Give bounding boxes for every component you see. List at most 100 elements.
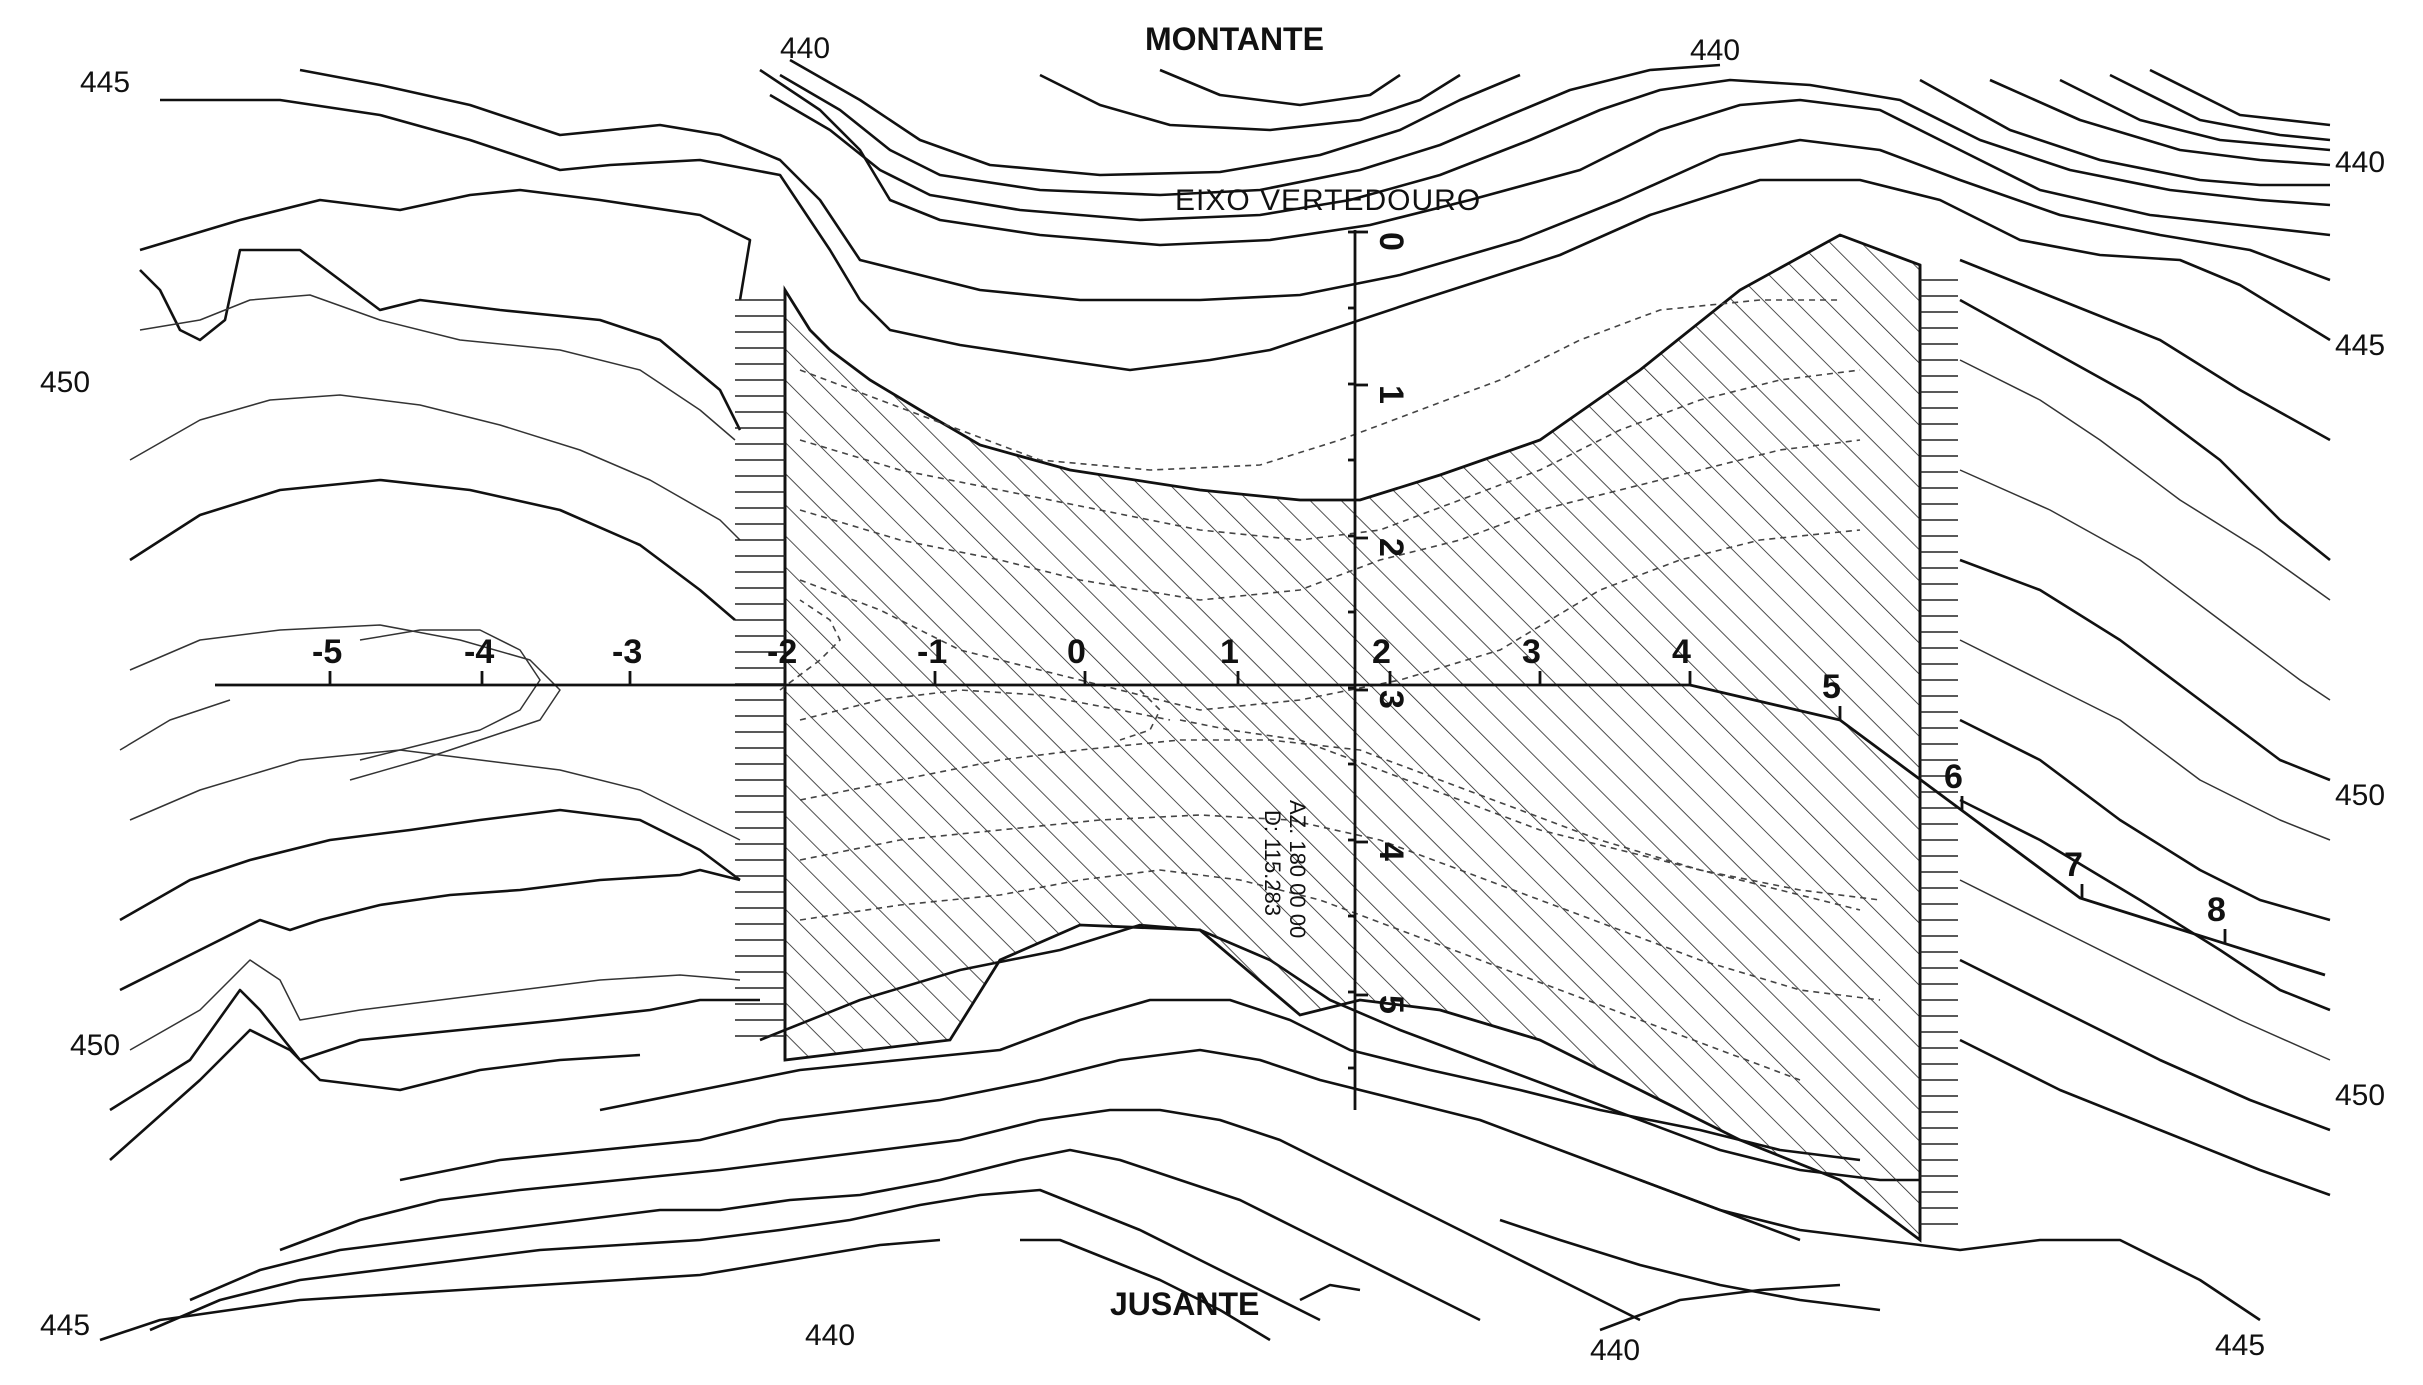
contour-label: 450 — [40, 366, 90, 399]
dashed-contour — [799, 299, 1840, 471]
contour-label: 450 — [2335, 1079, 2385, 1112]
contour-label: 445 — [80, 66, 130, 99]
contour-label: 440 — [2335, 146, 2385, 179]
contour-line — [1959, 298, 2331, 562]
contour-label: 440 — [1690, 34, 1740, 67]
contour-line — [109, 988, 760, 1112]
contour-line — [139, 294, 736, 441]
dashed-contour — [799, 529, 1861, 711]
contour-line — [129, 394, 741, 541]
contour-label: 440 — [805, 1319, 855, 1352]
vertical-ticks — [1348, 230, 1368, 1070]
contour-label: 445 — [2215, 1329, 2265, 1362]
station-label: 7 — [2064, 846, 2083, 884]
contour-line — [279, 1108, 1641, 1322]
dashed-contour — [799, 869, 1801, 1081]
station-label: -3 — [612, 633, 642, 671]
dashed-contour — [1179, 719, 1861, 911]
contour-line — [99, 1238, 941, 1342]
contour-line — [189, 1148, 1481, 1322]
dashed-contour — [1119, 689, 1161, 741]
station-label: -2 — [767, 633, 797, 671]
contour-line — [1499, 1218, 1881, 1312]
axis-title: EIXO VERTEDOURO — [1175, 184, 1481, 217]
station-label: 3 — [1522, 633, 1541, 671]
dashed-contour — [799, 369, 1861, 541]
dashed-contour — [799, 439, 1861, 601]
contour-line — [1159, 68, 1401, 107]
dashed-contour — [799, 814, 1881, 1001]
horizontal-ticks — [328, 671, 2227, 943]
right-contours — [1959, 258, 2331, 1197]
contour-line — [2109, 73, 2331, 142]
station-label: -1 — [917, 633, 947, 671]
contour-line — [1639, 1178, 2261, 1322]
station-label: 0 — [1372, 232, 1410, 251]
left-contours — [109, 188, 760, 1161]
contour-line — [789, 58, 1521, 177]
contour-line — [119, 808, 741, 922]
contour-line — [759, 923, 1920, 1182]
contour-line — [129, 749, 741, 841]
contour-line — [2149, 68, 2331, 127]
station-label: 5 — [1822, 668, 1841, 706]
contour-label: 450 — [70, 1029, 120, 1062]
contour-line — [2059, 78, 2331, 152]
original-ground-contours — [779, 299, 1881, 1081]
contour-line — [299, 68, 2331, 302]
contour-line — [1959, 639, 2331, 841]
contour-line — [119, 868, 741, 992]
contour-line — [119, 699, 231, 751]
contour-line — [1959, 718, 2331, 922]
station-label: 2 — [1372, 633, 1391, 671]
station-label: 6 — [1944, 758, 1963, 796]
contour-label: 440 — [780, 32, 830, 65]
contour-line — [139, 248, 742, 431]
station-label: 2 — [1372, 538, 1410, 557]
contour-line — [759, 68, 2331, 247]
downstream-contours — [99, 923, 2261, 1342]
contour-line — [1959, 958, 2331, 1132]
station-label: -5 — [312, 633, 342, 671]
contour-line — [1299, 1283, 1361, 1302]
dashed-contour — [799, 689, 1171, 721]
station-label: 0 — [1067, 633, 1086, 671]
contour-line — [399, 1048, 1801, 1242]
station-label: 1 — [1372, 385, 1410, 404]
upstream-contours — [160, 58, 2331, 372]
station-label: 8 — [2207, 891, 2226, 929]
contour-line — [160, 98, 2331, 372]
contour-line — [129, 624, 561, 781]
contour-line — [779, 63, 1721, 197]
station-label: 4 — [1372, 842, 1410, 861]
distance-label: D: 115.283 — [1260, 810, 1285, 916]
contour-line — [1919, 78, 2330, 187]
contour-line — [1959, 359, 2331, 601]
azimuth-label: AZ. 180 00 00 — [1285, 800, 1310, 938]
contour-line — [1959, 469, 2331, 701]
contour-label: 450 — [2335, 779, 2385, 812]
contour-line — [149, 1188, 1321, 1332]
contour-line — [1599, 1283, 1841, 1332]
contour-line — [1989, 78, 2331, 167]
contour-line — [139, 188, 752, 301]
contour-line — [109, 1028, 641, 1161]
contour-line — [1959, 258, 2331, 442]
contour-label: 445 — [40, 1309, 90, 1342]
contour-line — [1959, 558, 2331, 782]
wall-ticks — [735, 279, 1958, 1225]
upstream-label: MONTANTE — [1145, 21, 1324, 57]
contour-line — [1039, 73, 1461, 132]
contour-line — [1959, 879, 2331, 1061]
station-label: 1 — [1220, 633, 1239, 671]
contour-line — [769, 78, 2331, 222]
station-label: 3 — [1372, 690, 1410, 709]
contour-line — [1959, 1038, 2331, 1197]
contour-line — [129, 959, 741, 1051]
contour-label: 445 — [2335, 329, 2385, 362]
contour-line — [359, 629, 541, 761]
